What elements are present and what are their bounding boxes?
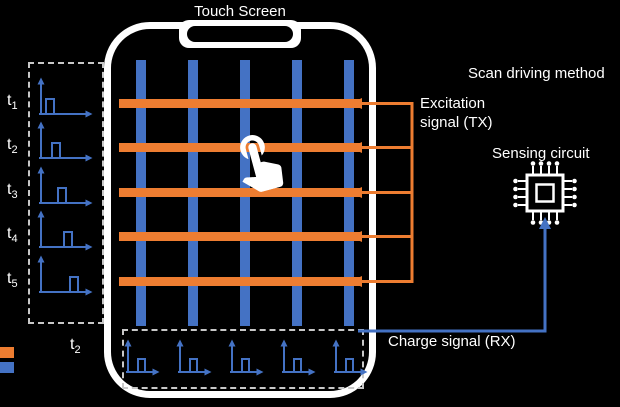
excitation-label-line1: Excitation	[420, 95, 486, 112]
tx-waveform	[34, 165, 94, 214]
rx-waveform	[329, 338, 369, 383]
tx-waveform	[34, 76, 94, 125]
rx-waveform	[121, 338, 161, 383]
legend-tx-swatch	[0, 347, 14, 358]
tx-waveform	[34, 209, 94, 258]
tx-time-label: t3	[7, 181, 18, 202]
rx-waveform	[173, 338, 213, 383]
tx-time-label: t1	[7, 92, 18, 113]
touch-pointer-icon	[224, 126, 290, 197]
legend-rx-swatch	[0, 362, 14, 373]
rx-time-subscript: 2	[74, 344, 81, 357]
rx-waveform	[225, 338, 265, 383]
tx-row	[119, 277, 362, 286]
sensing-circuit-label: Sensing circuit	[492, 145, 590, 162]
excitation-arrows	[340, 95, 420, 300]
tx-timing-box	[28, 62, 104, 324]
rx-timing-box	[122, 329, 364, 389]
tx-time-label: t5	[7, 270, 18, 291]
charge-label: Charge signal (RX)	[388, 333, 516, 350]
rx-time-letter: t	[70, 336, 75, 353]
tx-waveform	[34, 120, 94, 169]
tx-row	[119, 188, 362, 197]
tx-time-label: t4	[7, 225, 18, 246]
rx-time-label: t2	[70, 336, 81, 356]
phone-notch	[179, 20, 301, 48]
tx-time-label: t2	[7, 136, 18, 157]
scan-method-label: Scan driving method	[468, 65, 605, 82]
excitation-label-line2: signal (TX)	[420, 114, 493, 131]
notch-slot	[187, 26, 293, 42]
tx-waveform	[34, 254, 94, 303]
tx-row	[119, 232, 362, 241]
sensing-chip-icon	[505, 153, 585, 238]
touch-screen-title: Touch Screen	[194, 3, 286, 20]
charge-arrow	[352, 212, 562, 345]
rx-waveform	[277, 338, 317, 383]
tx-row	[119, 99, 362, 108]
excitation-label: Excitation signal (TX)	[420, 94, 493, 132]
